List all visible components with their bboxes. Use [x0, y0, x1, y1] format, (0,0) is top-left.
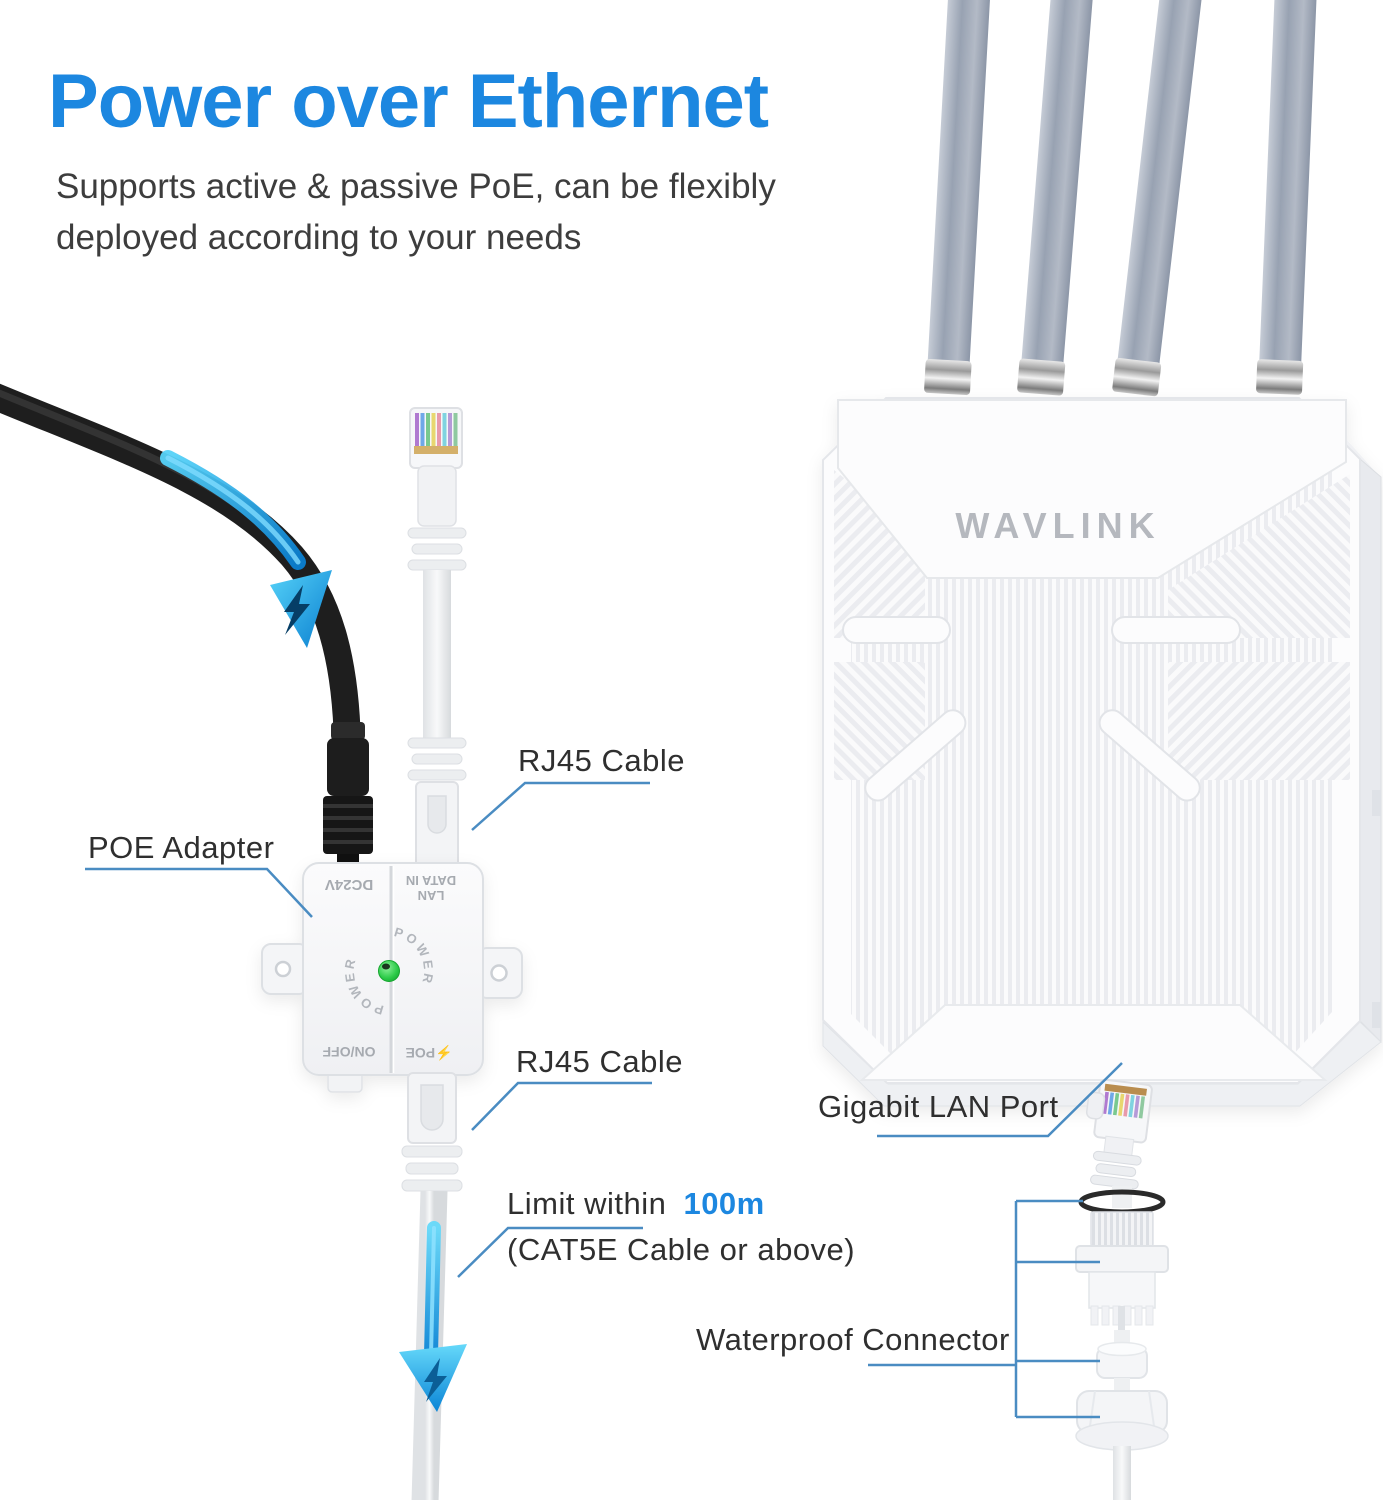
adapter-label-poe: ⚡POE [398, 1044, 460, 1061]
adapter-label-poe-text: POE [405, 1045, 436, 1061]
adapter-label-lan-data-in: LAN DATA IN [398, 872, 464, 903]
rj45-pins [1102, 1091, 1146, 1119]
label-waterproof-connector: Waterproof Connector [696, 1322, 1010, 1357]
callout-line-rj45-top [471, 781, 650, 831]
callout-line-poe-adapter [85, 867, 313, 918]
label-poe-adapter: POE Adapter [88, 830, 275, 865]
lightning-bolt-icon: ⚡ [435, 1045, 453, 1061]
subtitle-line-2: deployed according to your needs [56, 217, 582, 257]
adapter-label-onoff: ON/OFF [322, 1044, 376, 1060]
antenna-2 [1017, 0, 1094, 396]
label-cat5e-note: (CAT5E Cable or above) [507, 1232, 856, 1267]
callout-lines [85, 781, 1123, 1419]
antenna-4 [1256, 0, 1317, 395]
callout-line-limit [457, 1226, 643, 1278]
waterproof-connector-assembly [1075, 1078, 1169, 1500]
label-rj45-cable-bottom: RJ45 Cable [516, 1044, 683, 1079]
lightning-bolt-icon [424, 1358, 447, 1402]
data-flow-arrow-down [399, 1221, 467, 1412]
poe-adapter-device: POWER POWER [261, 862, 523, 1093]
page-title: Power over Ethernet [48, 59, 769, 144]
dc-plug [323, 722, 373, 870]
rj45-cable-top [407, 407, 467, 868]
label-limit: Limit within 100m [507, 1186, 765, 1222]
adapter-label-lan: LAN [417, 887, 445, 903]
callout-line-lan-port [877, 1062, 1123, 1138]
device-brand-logo: WAVLINK [955, 505, 1160, 546]
label-rj45-cable-top: RJ45 Cable [518, 743, 685, 778]
power-led [378, 960, 400, 982]
callout-line-rj45-bottom [471, 1081, 652, 1131]
gland-teeth [1090, 1305, 1154, 1326]
subtitle-line-1: Supports active & passive PoE, can be fl… [56, 167, 776, 206]
page-subtitle: Supports active & passive PoE, can be fl… [56, 162, 776, 264]
label-limit-prefix: Limit within [507, 1186, 667, 1221]
label-gigabit-lan-port: Gigabit LAN Port [818, 1089, 1059, 1124]
antenna-1 [924, 0, 991, 396]
label-limit-value: 100m [683, 1186, 765, 1221]
access-point-device: WAVLINK [822, 397, 1382, 1107]
rj45-pins [414, 413, 458, 454]
antenna-3 [1112, 0, 1202, 397]
adapter-label-dc24v: DC24V [324, 876, 374, 893]
power-flow-arrow [160, 450, 332, 648]
adapter-label-data-in: DATA IN [405, 872, 457, 888]
lightning-bolt-icon [284, 585, 310, 635]
